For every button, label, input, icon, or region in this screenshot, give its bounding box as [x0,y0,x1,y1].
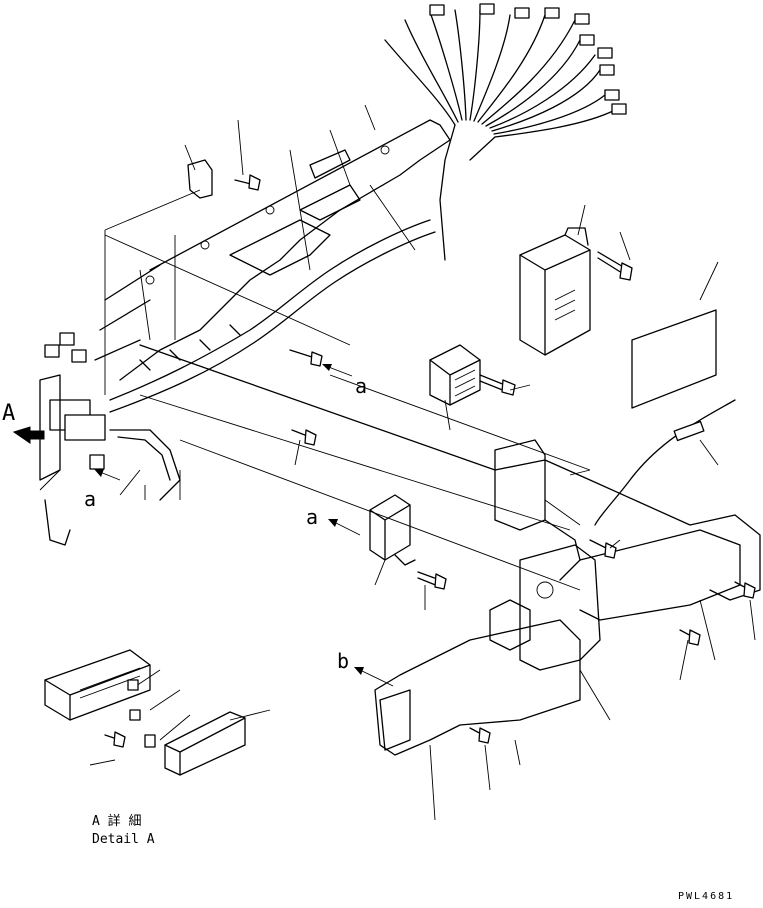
leader-lines [39,104,756,821]
view-arrow-a [12,426,45,444]
callout-ref-a-3: a [84,487,96,511]
callout-ref-a-1: a [355,374,367,398]
duct-rail [139,344,761,756]
wire-harness-connectors [384,3,627,261]
relay-block [429,344,516,406]
controller-unit [519,227,591,356]
bolts [104,174,756,748]
ref-arrows [94,364,394,687]
callout-ref-b: b [337,649,349,673]
detail-title-en: Detail A [92,832,155,847]
sensor-cable [594,399,736,526]
callout-ref-a-2: a [306,505,318,529]
frame-bracket [94,119,451,381]
harness-bundle [109,219,436,501]
label-plate [631,309,717,409]
callout-view-a: A [2,401,15,426]
left-connectors [39,332,106,546]
detail-a-connector [44,649,246,776]
bolt-right-top [597,251,633,281]
detail-title-jp: A 詳 細 [92,813,141,829]
small-module [369,494,447,590]
drawing-number: PWL4681 [678,891,734,902]
clip-bracket [187,159,213,199]
